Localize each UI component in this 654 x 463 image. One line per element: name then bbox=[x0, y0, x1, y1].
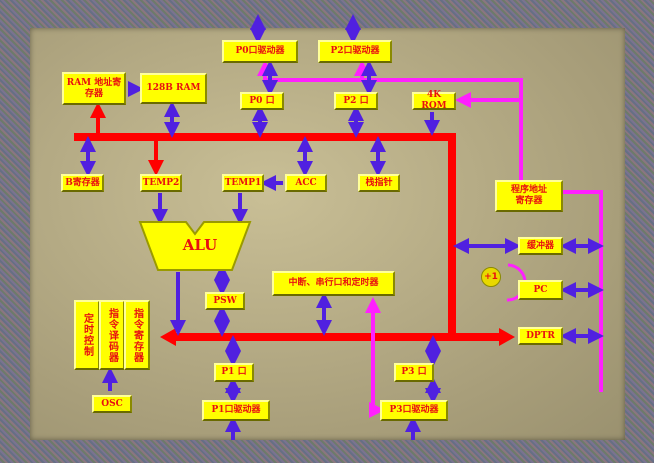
ram-128b: 128B RAM bbox=[140, 73, 207, 104]
p1-port: P1 口 bbox=[214, 363, 254, 382]
buffer: 缓冲器 bbox=[518, 237, 563, 255]
pc-register: PC bbox=[518, 280, 563, 300]
control-arrows bbox=[80, 14, 604, 440]
program-address-register: 程序地址寄存器 bbox=[495, 180, 563, 212]
p3-driver: P3口驱动器 bbox=[380, 400, 448, 421]
b-register: B寄存器 bbox=[61, 174, 104, 192]
p2-driver: P2口驱动器 bbox=[318, 40, 392, 63]
p1-driver: P1口驱动器 bbox=[202, 400, 270, 421]
instruction-decoder: 指令译码器 bbox=[99, 300, 125, 370]
instruction-register: 指令寄存器 bbox=[124, 300, 150, 370]
psw-register: PSW bbox=[205, 292, 245, 310]
stack-pointer: 栈指针 bbox=[358, 174, 400, 192]
dptr-register: DPTR bbox=[518, 327, 563, 345]
p2-port: P2 口 bbox=[334, 92, 378, 110]
temp1-register: TEMP1 bbox=[222, 174, 264, 192]
increment-icon: +1 bbox=[481, 267, 501, 287]
alu-label: ALU bbox=[182, 236, 218, 254]
ram-address-register: RAM 地址寄存器 bbox=[62, 72, 126, 105]
p3-port: P3 口 bbox=[394, 363, 434, 382]
interrupt-serial-timer: 中断、串行口和定时器 bbox=[272, 271, 395, 296]
rom-4k: 4K ROM bbox=[412, 90, 456, 111]
temp2-register: TEMP2 bbox=[140, 174, 182, 192]
timing-control: 定时控制 bbox=[74, 300, 100, 370]
acc-register: ACC bbox=[285, 174, 327, 192]
p0-driver: P0口驱动器 bbox=[222, 40, 298, 63]
oscillator: OSC bbox=[92, 395, 132, 413]
p0-port: P0 口 bbox=[240, 92, 284, 110]
alu-shape bbox=[138, 221, 252, 271]
